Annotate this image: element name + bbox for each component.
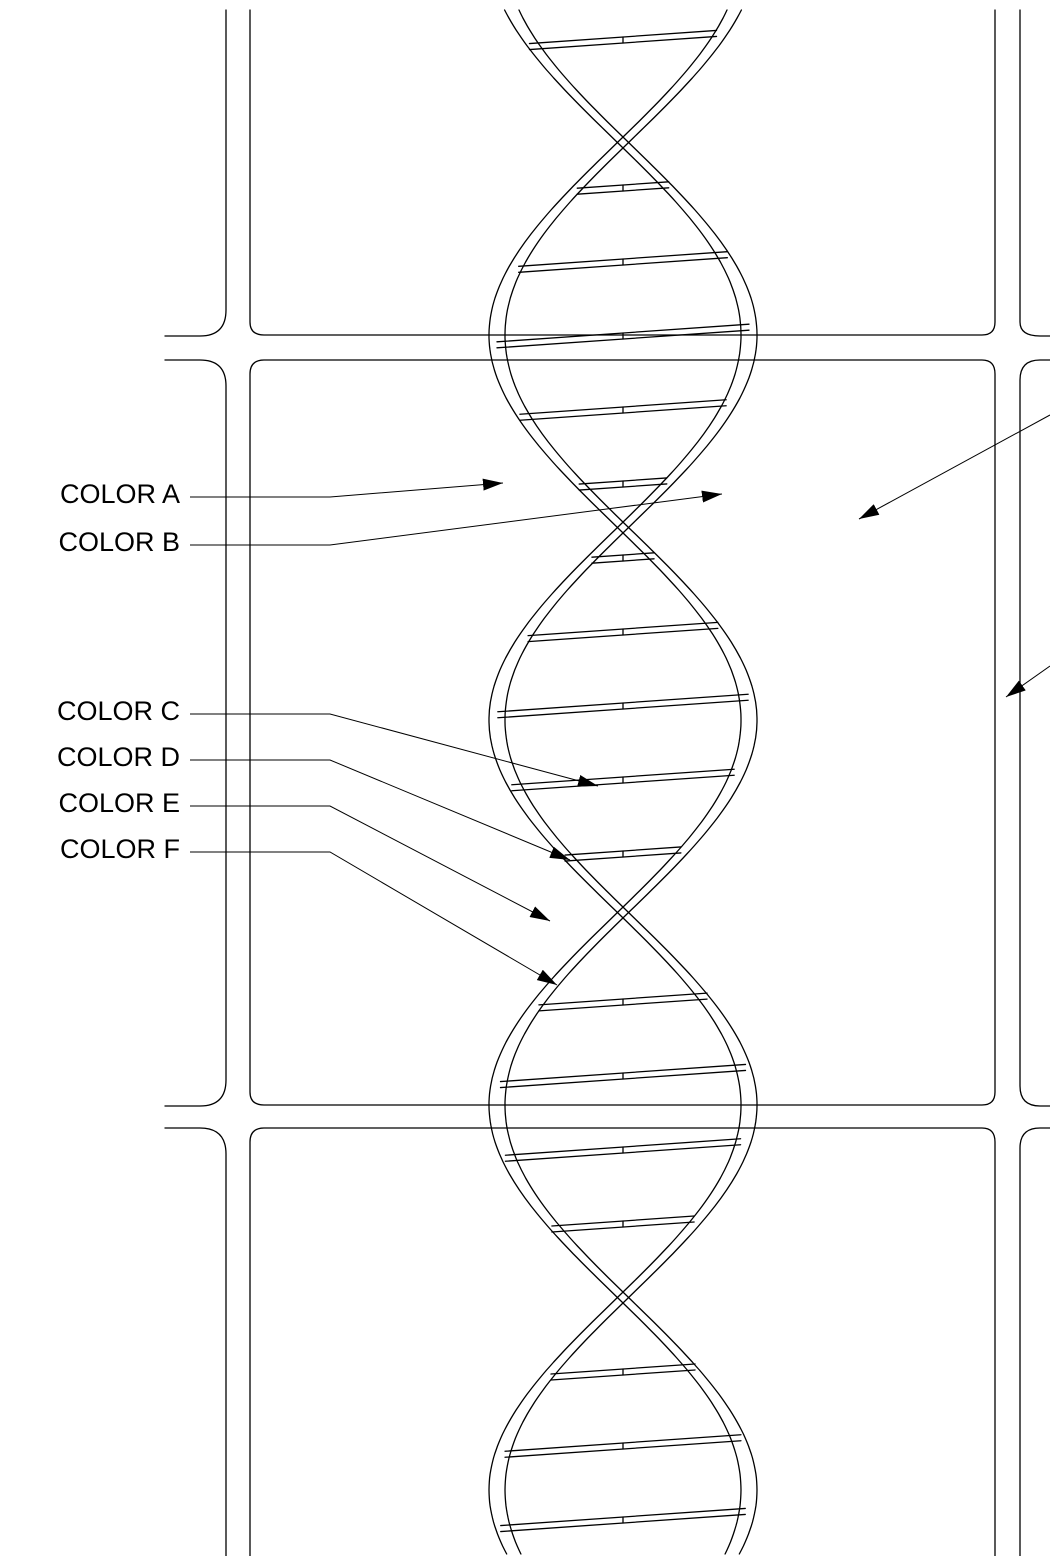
label-color-f: COLOR F <box>60 834 180 864</box>
leader-color-a <box>190 478 504 498</box>
label-color-d: COLOR D <box>57 742 180 772</box>
helix-strand-2-edge <box>488 9 742 1555</box>
gutter-mid-right <box>1019 359 1050 1107</box>
label-leaders <box>190 414 1050 986</box>
dna-helix <box>488 9 758 1555</box>
gutter-bottom-left <box>164 1127 227 1556</box>
leader-unlabeled-gutter <box>1005 665 1050 698</box>
gutter-bottom-right <box>1019 1127 1050 1556</box>
leader-color-f <box>190 851 558 986</box>
panel-frames <box>164 9 1050 1556</box>
label-color-c: COLOR C <box>57 696 180 726</box>
leader-color-e <box>190 805 551 922</box>
panel-top <box>249 9 996 336</box>
label-color-e: COLOR E <box>58 788 180 818</box>
gutter-top-right <box>1019 9 1050 337</box>
leader-color-d <box>190 759 571 861</box>
helix-strand-1-edge <box>488 9 742 1555</box>
helix-strand-1-edge <box>504 9 758 1555</box>
gutter-mid-left <box>164 359 227 1107</box>
panel-middle <box>249 359 996 1106</box>
leader-color-b <box>190 490 723 546</box>
leader-unlabeled-panel <box>858 414 1050 520</box>
label-color-b: COLOR B <box>58 527 180 557</box>
label-color-a: COLOR A <box>60 479 180 509</box>
helix-strand-2-edge <box>504 9 758 1555</box>
labels: COLOR A COLOR B COLOR C COLOR D COLOR E … <box>57 479 180 864</box>
leader-color-c <box>190 713 599 787</box>
gutter-top-left <box>164 9 227 337</box>
panel-bottom <box>249 1127 996 1556</box>
